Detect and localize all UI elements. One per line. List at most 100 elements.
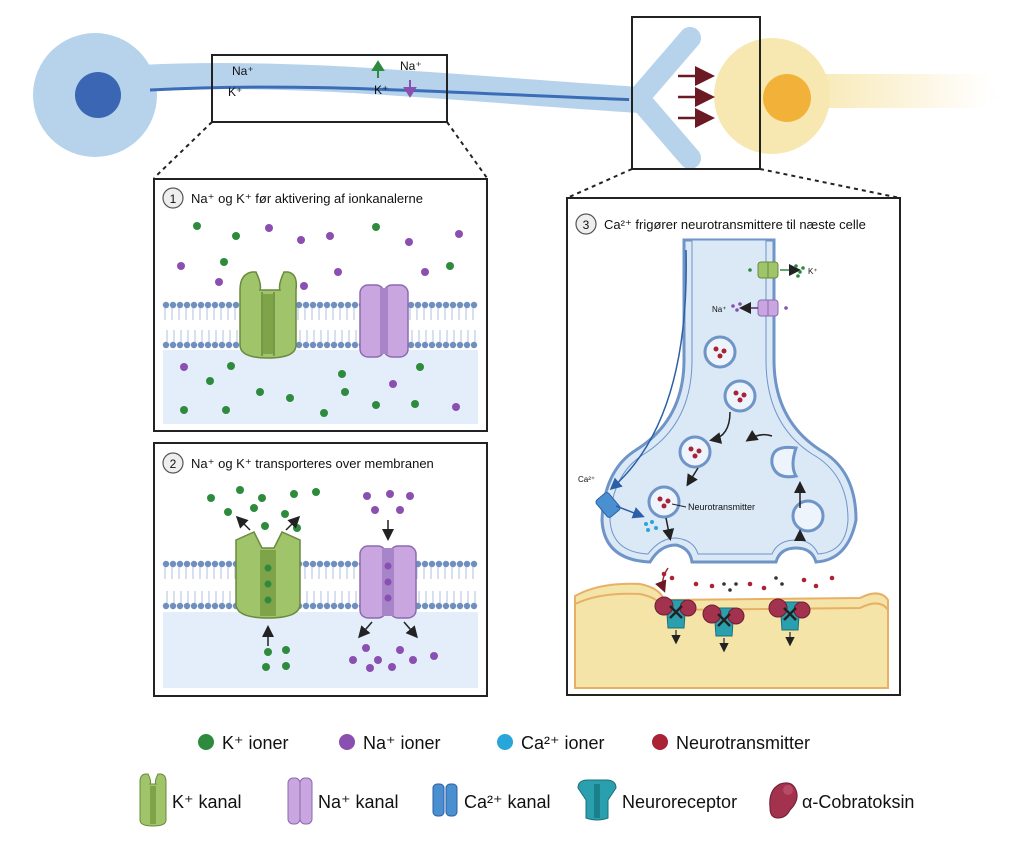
na-ion	[405, 238, 413, 246]
lipid-head	[414, 301, 422, 309]
synapse-zoom-box	[631, 16, 761, 170]
lipid-head	[183, 341, 191, 349]
k-ion	[320, 409, 328, 417]
lipid-head	[211, 341, 219, 349]
k-ion	[222, 406, 230, 414]
lipid-head	[407, 341, 415, 349]
cobratoxin	[793, 601, 811, 619]
ion-dot	[734, 582, 738, 586]
cobratoxin	[702, 604, 722, 624]
postsynaptic-nucleus	[763, 74, 811, 122]
lipid-head	[295, 341, 303, 349]
k-ion	[794, 264, 798, 268]
recycling-vesicle	[770, 445, 799, 479]
na-ion	[326, 232, 334, 240]
na-ion	[784, 306, 788, 310]
lipid-head	[197, 560, 205, 568]
na-ion	[300, 282, 308, 290]
na-label-right: Na⁺	[400, 59, 422, 73]
na-channel-small	[757, 299, 779, 317]
ion-dot	[722, 582, 726, 586]
lipid-head	[316, 560, 324, 568]
synapse-arrows	[678, 66, 715, 128]
presynaptic-neuron	[33, 27, 701, 169]
k-ion	[338, 370, 346, 378]
k-ion	[224, 508, 232, 516]
k-ion	[220, 258, 228, 266]
na-ion	[334, 268, 342, 276]
na-ion	[297, 236, 305, 244]
lipid-head	[218, 560, 226, 568]
lipid-head	[414, 341, 422, 349]
lipid-head	[211, 560, 219, 568]
lipid-head	[470, 602, 478, 610]
lipid-head	[197, 301, 205, 309]
lipid-head	[162, 560, 170, 568]
small-ion-dots	[644, 264, 805, 532]
panel-3-title: Ca²⁺ frigører neurotransmittere til næst…	[604, 217, 866, 232]
ion-dot	[774, 576, 778, 580]
na-ion	[388, 663, 396, 671]
lipid-head	[323, 341, 331, 349]
k-ion-icon	[198, 734, 214, 750]
lipid-head	[302, 341, 310, 349]
neurotransmitter	[693, 581, 699, 587]
na-ion	[735, 308, 739, 312]
lipid-head	[435, 560, 443, 568]
legend-cobratoxin-label: α-Cobratoksin	[802, 792, 914, 812]
ca-ion-icon	[497, 734, 513, 750]
lipid-head	[421, 560, 429, 568]
k-ion	[281, 510, 289, 518]
na-ion	[363, 492, 371, 500]
lipid-head	[183, 301, 191, 309]
k-ion	[801, 266, 805, 270]
na-ion	[406, 492, 414, 500]
lipid-head	[463, 560, 471, 568]
panel-2-title: Na⁺ og K⁺ transporteres over membranen	[191, 456, 434, 471]
lipid-head	[421, 301, 429, 309]
panel-1-title: Na⁺ og K⁺ før aktivering af ionkanalerne	[191, 191, 423, 206]
lipid-head	[337, 301, 345, 309]
neurotransmitter	[665, 498, 671, 504]
na-ion	[386, 490, 394, 498]
ions-panel-1	[177, 222, 463, 417]
lipid-head	[344, 341, 352, 349]
legend: K⁺ ioner Na⁺ ioner Ca²⁺ ioner Neurotrans…	[139, 733, 914, 827]
legend-na-channel-label: Na⁺ kanal	[318, 792, 399, 812]
na-ion	[371, 506, 379, 514]
lipid-head	[337, 341, 345, 349]
lipid-head	[162, 341, 170, 349]
panel-1-number: 1	[170, 192, 177, 206]
na-label-left: Na⁺	[232, 64, 254, 78]
na-ion	[409, 656, 417, 664]
lipid-head	[162, 301, 170, 309]
lipid-head	[344, 602, 352, 610]
legend-k-channel-label: K⁺ kanal	[172, 792, 242, 812]
lipid-head	[470, 301, 478, 309]
receptors	[654, 596, 811, 653]
neurotransmitter	[737, 397, 743, 403]
lipid-head	[435, 341, 443, 349]
na-ion	[374, 656, 382, 664]
lipid-head	[183, 560, 191, 568]
neurotransmitter	[692, 453, 698, 459]
cobratoxin	[727, 607, 745, 625]
lipid-head	[442, 602, 450, 610]
lipid-head	[330, 341, 338, 349]
axon-zoom-box	[211, 54, 448, 123]
lipid-head	[330, 602, 338, 610]
k-out-arrow-icon	[371, 60, 385, 78]
lipid-head	[463, 341, 471, 349]
lipid-head	[183, 602, 191, 610]
release-arrow	[655, 567, 669, 593]
na-ion	[265, 224, 273, 232]
ca-ion	[654, 526, 658, 530]
lipid-head	[302, 301, 310, 309]
lipid-head	[463, 301, 471, 309]
neurotransmitter	[741, 392, 747, 398]
k-label-right: K⁺	[374, 83, 388, 97]
lipid-head	[169, 560, 177, 568]
lipid-head	[456, 301, 464, 309]
k-label-left: K⁺	[228, 85, 242, 99]
lipid-head	[190, 560, 198, 568]
